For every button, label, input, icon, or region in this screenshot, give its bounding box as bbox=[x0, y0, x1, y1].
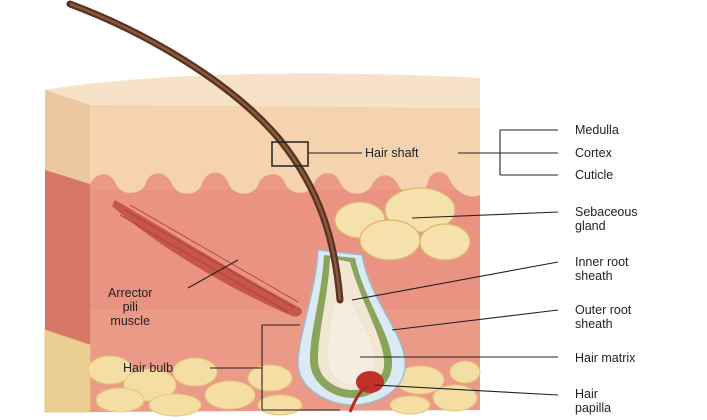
label-hair-matrix: Hair matrix bbox=[575, 351, 636, 365]
leader-lines bbox=[187, 129, 559, 411]
epidermis-top bbox=[45, 73, 480, 110]
sebaceous-gland bbox=[334, 187, 471, 261]
label-sebaceous-gland: Sebaceous gland bbox=[575, 205, 638, 233]
label-arrector-pili-muscle: Arrector pili muscle bbox=[108, 286, 153, 328]
label-hair-bulb: Hair bulb bbox=[123, 361, 174, 375]
label-outer-root-sheath: Outer root sheath bbox=[575, 303, 632, 331]
hair-shaft-box bbox=[271, 141, 309, 167]
hair-matrix bbox=[327, 300, 375, 385]
label-hair-papilla: Hair papilla bbox=[575, 387, 612, 415]
arrector-pili-muscle bbox=[112, 200, 303, 317]
subcutaneous-fat bbox=[44, 329, 481, 417]
label-hair-shaft: Hair shaft bbox=[365, 146, 419, 160]
label-inner-root-sheath: Inner root sheath bbox=[575, 255, 629, 283]
label-cortex: Cortex bbox=[575, 146, 612, 160]
label-cuticle: Cuticle bbox=[575, 168, 614, 182]
hair-papilla bbox=[356, 371, 384, 393]
label-medulla: Medulla bbox=[575, 123, 619, 137]
